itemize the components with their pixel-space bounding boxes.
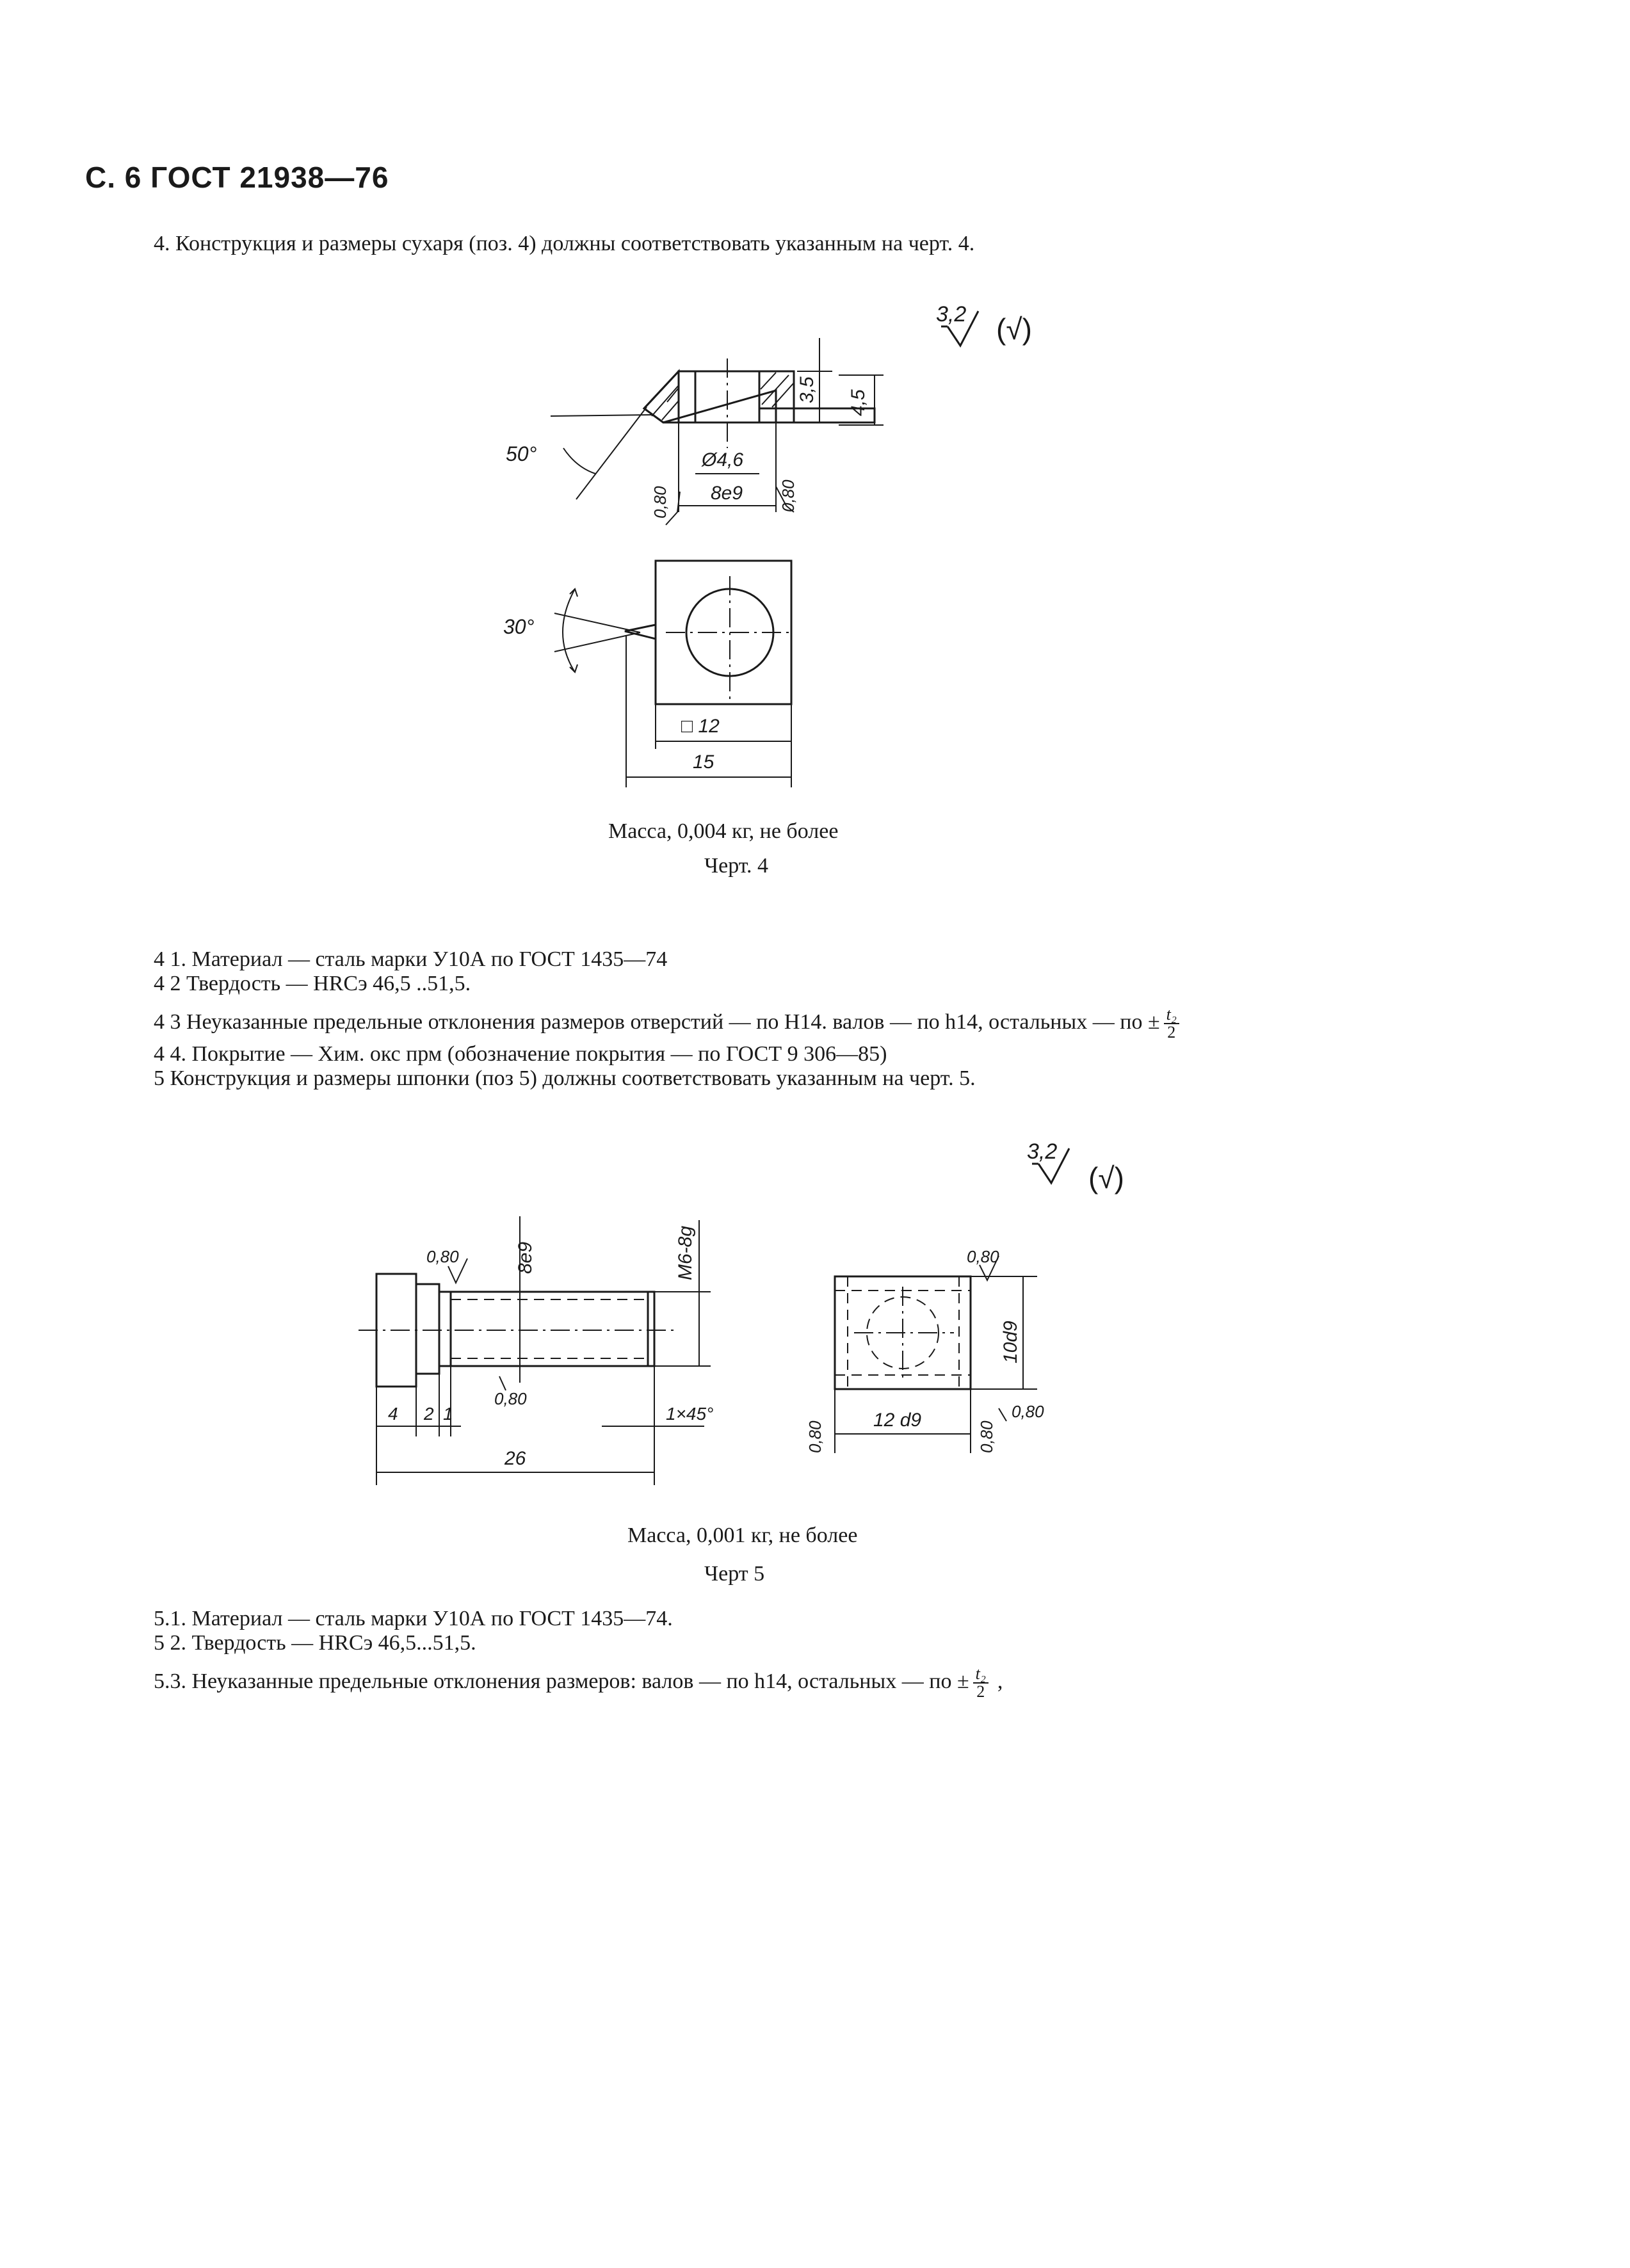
chert5-shaft-dia: M6-8g: [675, 1226, 696, 1280]
item-4-2: 4 2 Твердость — HRCэ 46,5 ..51,5.: [154, 972, 471, 995]
chert4-bore-diameter: Ø4,6: [701, 449, 743, 470]
item-4-4: 4 4. Покрытие — Хим. окс прм (обозначени…: [154, 1042, 887, 1066]
chert5-dim-2: 2: [423, 1404, 434, 1424]
chert5-side-view: 8e9 0,80 M6-8g 0,80 4 2 1 1×45° 26: [359, 1216, 713, 1485]
chert5-rough-block-left: 0,80: [805, 1420, 825, 1453]
chert5-block-height: 10d9: [1000, 1321, 1021, 1363]
roughness-mark-4: (√): [996, 312, 1032, 346]
item-4-1: 4 1. Материал — сталь марки У10А по ГОСТ…: [154, 947, 668, 971]
chert4-length: 15: [693, 752, 714, 773]
chert4-rough-left: 0,80: [650, 486, 670, 519]
roughness-symbol-5: 3,2 (√): [1027, 1139, 1124, 1194]
fraction-denominator: 2: [976, 1682, 985, 1701]
chert5-mass: Масса, 0,001 кг, не более: [627, 1524, 858, 1547]
item-5-intro: 5 Конструкция и размеры шпонки (поз 5) д…: [154, 1066, 976, 1090]
chert5-chamfer: 1×45°: [666, 1404, 713, 1424]
item-4-3: 4 3 Неуказанные предельные отклонения ра…: [154, 1006, 1179, 1041]
item-5-3: 5.3. Неуказанные предельные отклонения р…: [154, 1666, 1003, 1700]
chert5-block-width: 12 d9: [873, 1410, 921, 1431]
chert4-figure-caption: Черт. 4: [704, 854, 769, 878]
chert5-dim-1: 1: [443, 1404, 453, 1424]
item-5-2: 5 2. Твердость — HRCэ 46,5...51,5.: [154, 1631, 476, 1655]
chert4-section-view: 50° 3,5 4,5 Ø4,6 8e9 0,80 0,80: [506, 338, 884, 526]
page-header: С. 6 ГОСТ 21938—76: [85, 161, 389, 194]
chert5-rough-block-top: 0,80: [967, 1247, 999, 1266]
fraction-numerator: t₂: [1163, 1006, 1179, 1024]
chert4-square: □ 12: [681, 716, 720, 737]
chert5-dim-4: 4: [388, 1404, 398, 1424]
fraction-denominator: 2: [1167, 1023, 1176, 1042]
chert5-head-dia: 8e9: [515, 1242, 536, 1274]
roughness-mark-5: (√): [1088, 1161, 1124, 1194]
chert4-width: 8e9: [711, 483, 743, 504]
fraction-numerator: t₂: [972, 1666, 988, 1684]
chert4-height-3-5: 3,5: [796, 376, 818, 403]
item-5-3-text: 5.3. Неуказанные предельные отклонения р…: [154, 1669, 969, 1693]
chert4-angle-30: 30°: [503, 615, 535, 638]
section4-intro: 4. Конструкция и размеры сухаря (поз. 4)…: [154, 232, 975, 255]
chert5-rough-block-right: 0,80: [977, 1420, 996, 1453]
chert5-rough-top: 0,80: [426, 1247, 459, 1266]
chert5-rough-block-corner: 0,80: [1012, 1402, 1044, 1421]
chert4-height-4-5: 4,5: [848, 389, 869, 416]
chert5-length: 26: [504, 1448, 526, 1469]
roughness-value-5: 3,2: [1027, 1139, 1057, 1164]
chert5-rough-under: 0,80: [494, 1389, 527, 1408]
chert4-plan-view: 30° □ 12 15: [503, 559, 793, 787]
chert5-figure-caption: Черт 5: [704, 1562, 765, 1586]
chert4-angle-50: 50°: [506, 442, 537, 465]
chert5-end-view: 0,80 10d9 12 d9 0,80 0,80 0,80: [805, 1247, 1044, 1453]
roughness-symbol-4: 3,2 (√): [936, 302, 1032, 348]
item-4-3-text: 4 3 Неуказанные предельные отклонения ра…: [154, 1009, 1160, 1034]
trailing-comma: ,: [997, 1669, 1003, 1693]
item-5-1: 5.1. Материал — сталь марки У10А по ГОСТ…: [154, 1607, 673, 1630]
chert4-mass: Масса, 0,004 кг, не более: [608, 819, 839, 843]
roughness-value-4: 3,2: [936, 302, 966, 326]
